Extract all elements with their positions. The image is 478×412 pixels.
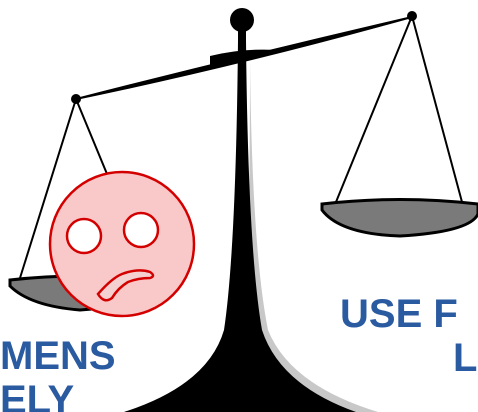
left-eye: [67, 219, 101, 253]
left-caption-line-2: ELY: [0, 378, 74, 412]
right-caption-line-2: L: [453, 336, 477, 380]
left-caption-line-1: MENS: [0, 334, 116, 378]
right-string-b: [412, 16, 462, 202]
right-pan: [322, 200, 478, 237]
right-eye: [124, 213, 158, 247]
right-caption-line-1: USE F: [340, 292, 458, 336]
confused-face-icon: [46, 168, 198, 320]
scale-neck: [238, 28, 246, 48]
right-string-a: [336, 16, 412, 202]
